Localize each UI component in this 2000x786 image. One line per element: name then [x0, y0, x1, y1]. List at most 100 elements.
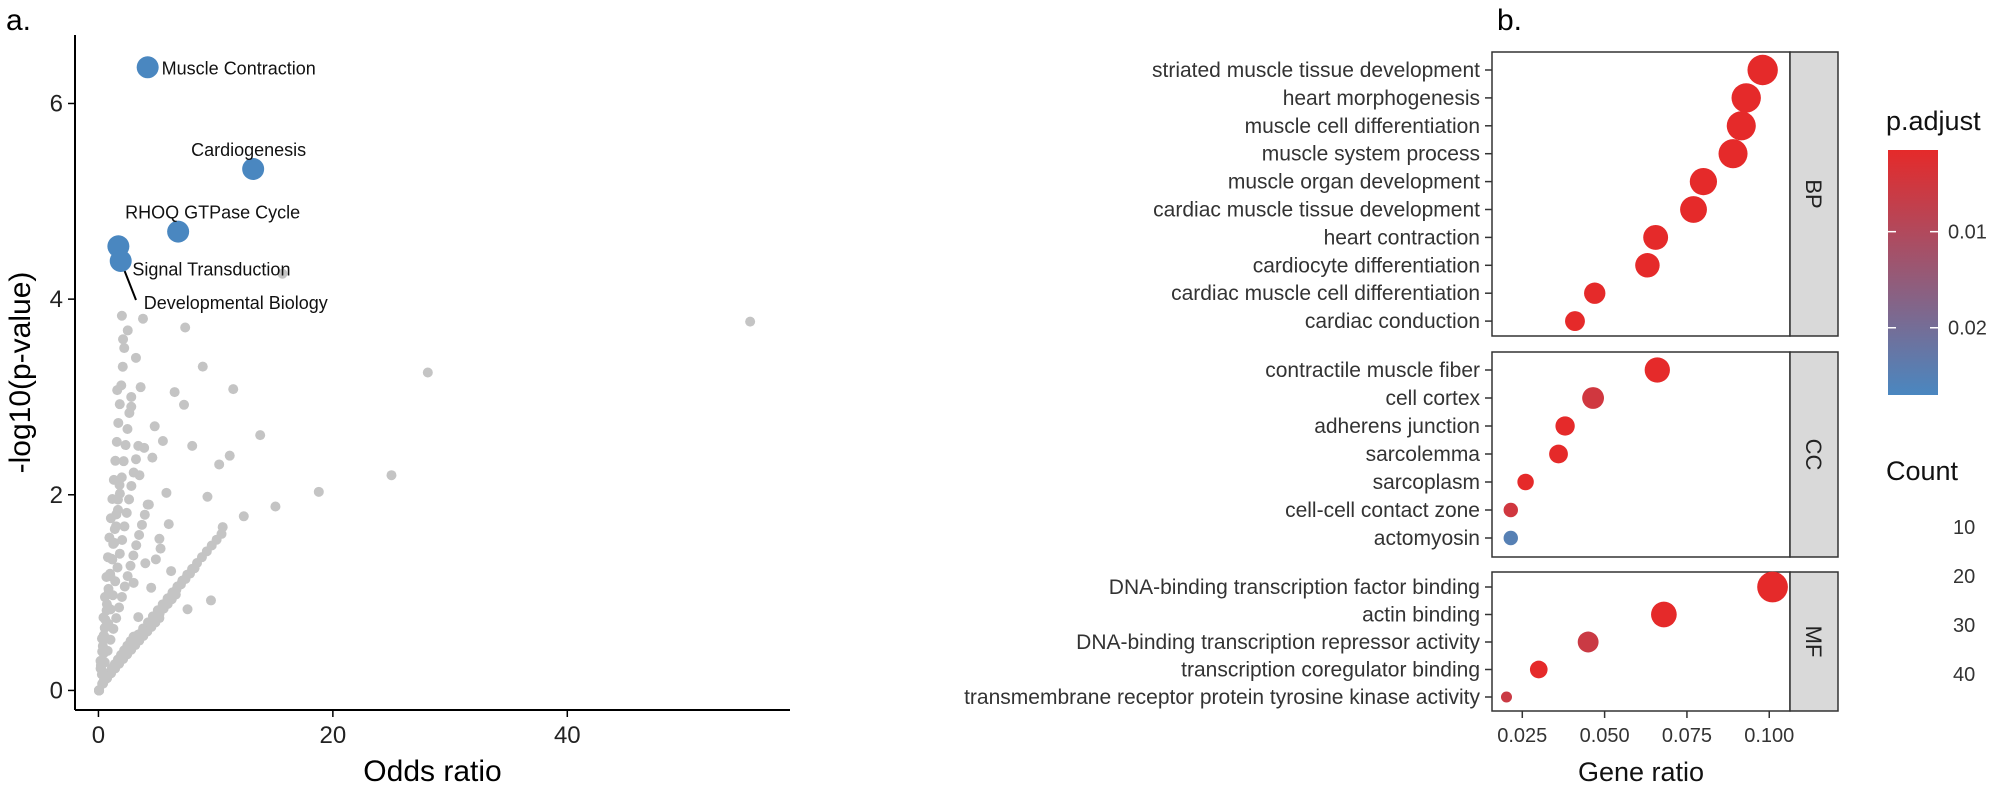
- size-legend-dot: [1904, 519, 1919, 534]
- data-point: [112, 494, 123, 505]
- data-point: [228, 384, 239, 395]
- term-label: sarcoplasm: [1373, 471, 1480, 494]
- term-dot: [1577, 631, 1599, 653]
- term-label: muscle organ development: [1228, 171, 1480, 194]
- data-point: [110, 455, 121, 466]
- term-dot: [1500, 691, 1513, 703]
- data-point: [155, 543, 166, 554]
- colorbar-tick-label: 0.02: [1948, 318, 1987, 340]
- data-point: [139, 509, 150, 520]
- x-tick-label: 0.025: [1497, 725, 1547, 747]
- data-point: [139, 442, 150, 453]
- y-axis-label: -log10(p-value): [4, 272, 37, 474]
- x-axis-label: Odds ratio: [363, 755, 501, 786]
- data-point: [117, 535, 128, 546]
- data-point: [112, 385, 123, 396]
- highlight-point: [109, 249, 132, 272]
- data-point: [134, 470, 145, 481]
- data-point: [121, 507, 132, 518]
- data-point: [205, 595, 216, 606]
- size-legend-label: 30: [1953, 615, 1975, 637]
- term-dot: [1635, 253, 1660, 278]
- term-label: cell-cell contact zone: [1285, 499, 1480, 522]
- data-point: [277, 268, 288, 279]
- data-point: [112, 562, 123, 573]
- data-point: [386, 470, 397, 481]
- data-point: [119, 343, 130, 354]
- highlight-point: [136, 56, 159, 79]
- data-point: [166, 566, 177, 577]
- point-label: Signal Transduction: [132, 259, 290, 279]
- data-point: [120, 440, 131, 451]
- highlight-point: [242, 158, 265, 181]
- y-tick-label: 4: [50, 286, 63, 313]
- term-label: DNA-binding transcription factor binding: [1109, 576, 1480, 599]
- facet-strip: [1789, 571, 1839, 712]
- term-dot: [1503, 530, 1518, 546]
- term-label: cardiac conduction: [1305, 310, 1480, 333]
- facet-strip: [1789, 351, 1839, 558]
- data-point: [100, 614, 111, 625]
- data-point: [238, 511, 249, 522]
- y-tick-label: 2: [50, 482, 63, 509]
- data-point: [182, 604, 193, 615]
- data-point: [128, 577, 139, 588]
- term-dot: [1565, 311, 1585, 332]
- term-label: sarcolemma: [1366, 443, 1481, 466]
- data-point: [126, 480, 137, 491]
- data-point: [163, 519, 174, 530]
- x-tick-label: 0.050: [1580, 725, 1630, 747]
- data-point: [135, 382, 146, 393]
- facet-strip-label: CC: [1801, 439, 1826, 471]
- data-point: [116, 591, 127, 602]
- point-label: Cardiogenesis: [191, 140, 306, 160]
- data-point: [179, 399, 190, 410]
- data-point: [116, 310, 127, 321]
- data-point: [116, 472, 127, 483]
- data-point: [103, 583, 114, 594]
- colorbar: [1888, 150, 1938, 395]
- data-point: [95, 663, 106, 674]
- data-point: [143, 499, 154, 510]
- data-point: [270, 501, 281, 512]
- x-tick-label: 20: [320, 722, 347, 749]
- term-dot: [1651, 601, 1677, 628]
- term-dot: [1529, 660, 1548, 679]
- point-label: Muscle Contraction: [162, 58, 316, 78]
- data-point: [126, 391, 137, 402]
- term-label: striated muscle tissue development: [1152, 59, 1480, 82]
- data-point: [122, 423, 133, 434]
- panel-a-label: a.: [6, 4, 31, 37]
- data-point: [125, 560, 136, 571]
- data-point: [118, 334, 129, 345]
- data-point: [131, 540, 142, 551]
- term-label: muscle system process: [1262, 143, 1480, 166]
- size-legend-label: 20: [1953, 566, 1975, 588]
- x-tick-label: 40: [554, 722, 581, 749]
- data-point: [113, 417, 124, 428]
- data-point: [422, 367, 433, 378]
- term-dot: [1731, 83, 1761, 113]
- data-point: [150, 554, 161, 565]
- term-label: actin binding: [1362, 604, 1480, 627]
- data-point: [101, 599, 112, 610]
- term-label: transcription coregulator binding: [1181, 659, 1480, 682]
- data-point: [130, 454, 141, 465]
- data-point: [119, 521, 130, 532]
- data-point: [146, 582, 157, 593]
- data-point: [255, 430, 266, 441]
- size-legend-dot: [1899, 612, 1924, 637]
- term-label: cardiocyte differentiation: [1253, 254, 1480, 277]
- data-point: [99, 622, 110, 633]
- x-axis-label: Gene ratio: [1578, 757, 1704, 786]
- term-label: contractile muscle fiber: [1265, 359, 1480, 382]
- data-point: [128, 550, 139, 561]
- term-dot: [1718, 139, 1748, 169]
- data-point: [197, 361, 208, 372]
- data-point: [128, 631, 139, 642]
- term-dot: [1555, 416, 1575, 436]
- data-point: [137, 313, 148, 324]
- term-dot: [1757, 571, 1788, 603]
